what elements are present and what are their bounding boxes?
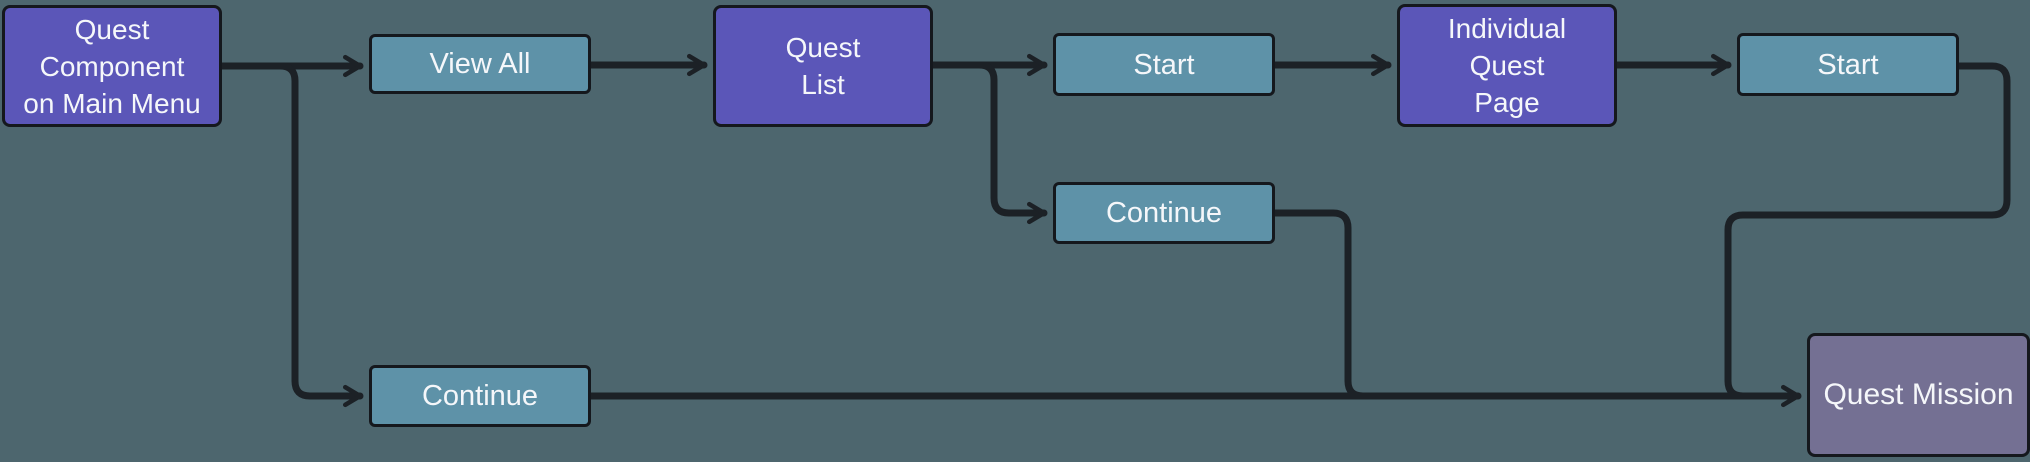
node-individual-quest-page: Individual Quest Page <box>1397 4 1617 127</box>
node-continue-from-quest-list: Continue <box>1053 182 1275 244</box>
node-quest-mission: Quest Mission <box>1807 333 2030 457</box>
node-quest-component-on-main-menu: Quest Component on Main Menu <box>2 5 222 127</box>
node-quest-list: Quest List <box>713 5 933 127</box>
edge-quest-list-to-continue <box>929 61 1048 225</box>
node-view-all: View All <box>369 34 591 94</box>
node-start-from-individual-quest-page: Start <box>1737 33 1959 96</box>
node-continue-from-main-menu: Continue <box>369 365 591 427</box>
edge-continue-mid-to-quest-mission <box>1271 209 1382 400</box>
node-start-from-quest-list: Start <box>1053 33 1275 96</box>
edge-quest-component-to-continue-main <box>218 62 364 408</box>
edge-start2-to-quest-mission <box>1724 62 2011 400</box>
